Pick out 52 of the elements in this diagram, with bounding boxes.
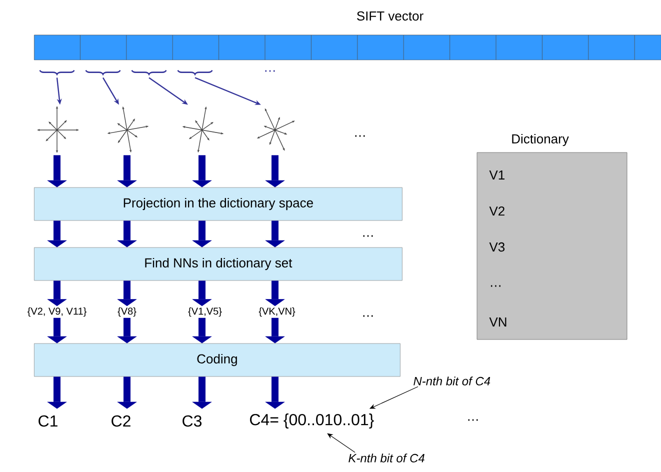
code-label: C3: [182, 415, 202, 427]
ellipsis: …: [363, 235, 373, 237]
code-label: C1: [38, 415, 58, 427]
dictionary-entry: VN: [489, 318, 506, 326]
block-arrow: [265, 280, 285, 306]
block-arrow: [192, 155, 212, 188]
ellipsis: …: [468, 419, 478, 421]
block-arrow: [47, 318, 67, 344]
dictionary-entry: …: [490, 285, 500, 287]
ellipsis: …: [265, 70, 275, 72]
block-arrow: [192, 318, 212, 344]
process-box: Coding: [34, 343, 400, 377]
block-arrow: [192, 280, 212, 306]
block-arrow: [265, 318, 285, 344]
block-arrow: [192, 376, 212, 409]
leader-arrow: [327, 433, 356, 453]
vector-set: {VK,VN}: [258, 307, 296, 317]
ellipsis: …: [355, 135, 365, 137]
brace: [131, 70, 167, 75]
dictionary-entry: V3: [489, 242, 505, 252]
code-label: C4= {00..010..01}: [250, 414, 374, 428]
brace: [177, 70, 213, 75]
block-arrow: [47, 220, 67, 248]
code-label: C2: [112, 415, 130, 427]
block-arrow: [47, 280, 67, 306]
block-arrow: [265, 376, 285, 409]
bit-note: N-nth bit of C4: [414, 376, 490, 386]
block-arrow: [117, 220, 137, 248]
bit-note: K-nth bit of C4: [348, 454, 424, 462]
brace: [39, 70, 75, 75]
gradient-histogram-drawing: [37, 106, 79, 153]
dictionary-entry: V2: [489, 206, 504, 216]
brace: [85, 70, 121, 75]
block-arrow: [265, 155, 285, 188]
process-box: Find NNs in dictionary set: [34, 247, 402, 281]
block-arrow: [192, 220, 212, 248]
vector-set: {V2, V9, V11}: [28, 307, 86, 317]
block-arrow: [47, 155, 67, 188]
vector-set: {V1,V5}: [188, 307, 222, 317]
block-arrow: [47, 376, 67, 409]
process-box: Projection in the dictionary space: [34, 187, 402, 221]
vector-bar: SIFT vector: [34, 11, 661, 60]
block-arrow: [117, 376, 137, 409]
dictionary-title: Dictionary: [512, 134, 569, 146]
block-arrow: [117, 318, 137, 344]
block-arrow: [117, 155, 137, 188]
block-arrow: [117, 280, 137, 306]
block-arrow: [265, 220, 285, 248]
dictionary-entry: V1: [489, 170, 504, 180]
ellipsis: …: [363, 315, 373, 317]
node-label: SIFT vector: [357, 11, 424, 21]
vector-set: {V8}: [118, 307, 136, 317]
